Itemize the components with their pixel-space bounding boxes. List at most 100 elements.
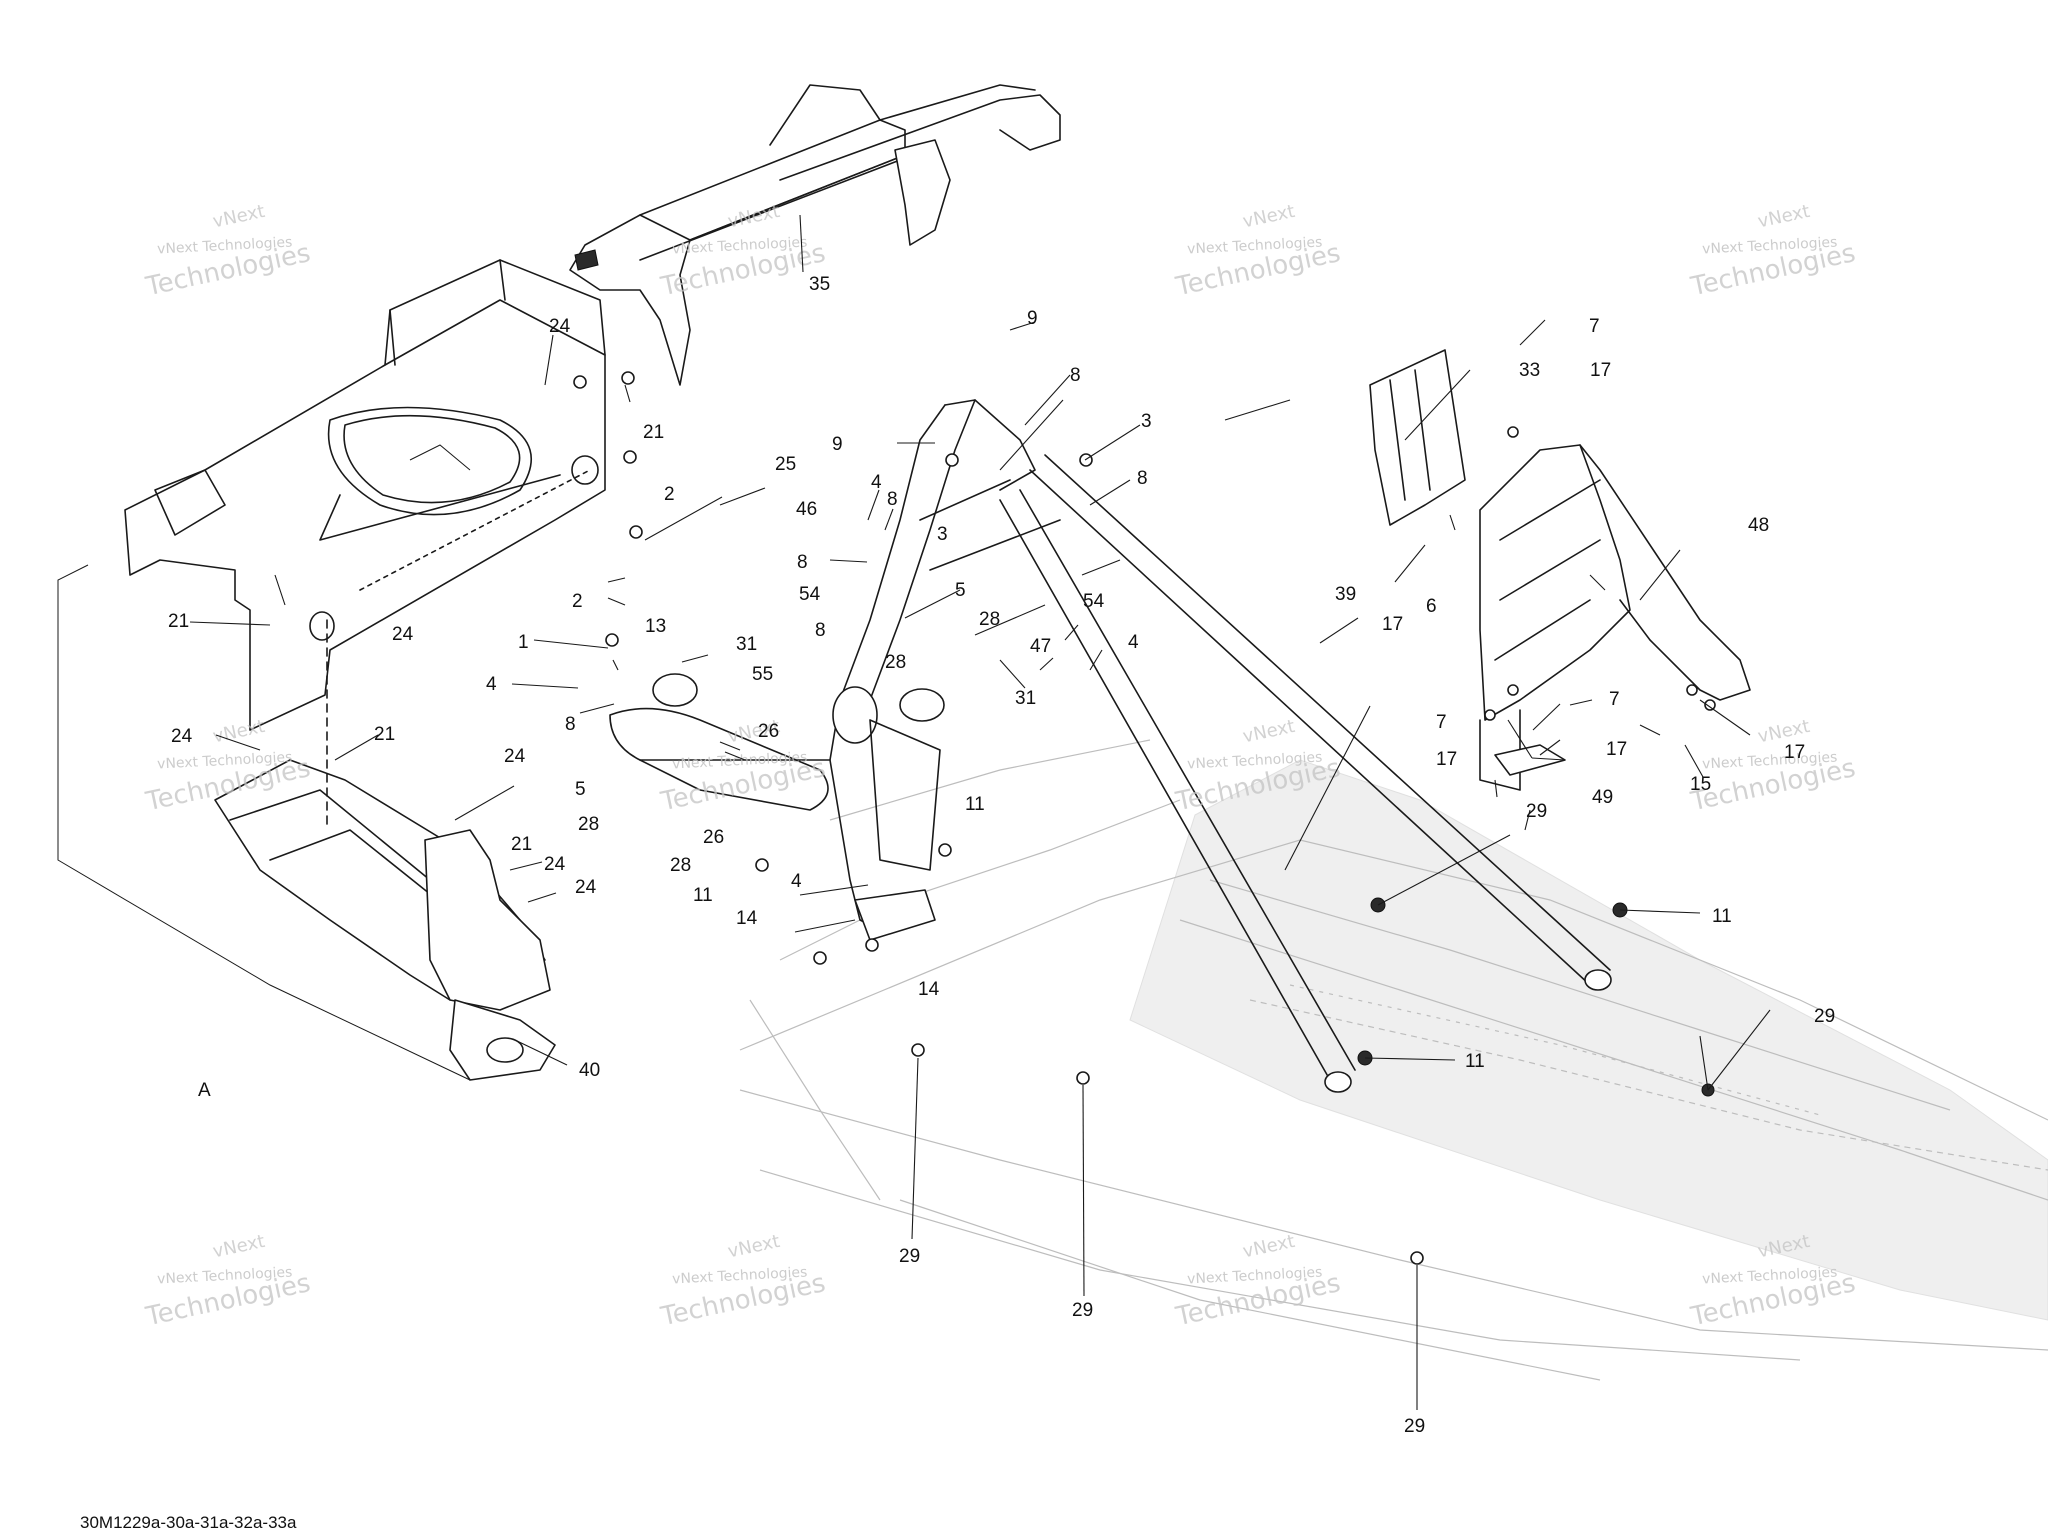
watermark-text-small: vNext Technologies: [157, 1264, 293, 1287]
callout-label: 21: [168, 611, 189, 632]
callout-label: 11: [693, 885, 713, 906]
watermark-text-small: vNext Technologies: [157, 749, 293, 772]
callout-label: 54: [799, 584, 821, 605]
callout-label: 29: [1526, 801, 1547, 822]
callout-label: 3: [1141, 411, 1152, 432]
watermark-text-small: vNext Technologies: [1702, 749, 1838, 772]
callout-label: 17: [1784, 742, 1805, 763]
watermark-text: vNext: [211, 201, 267, 232]
callout-label: 24: [504, 746, 526, 767]
callout-label: 17: [1590, 360, 1611, 381]
view-a-bracket: [57, 564, 471, 1081]
callout-label: 31: [1015, 688, 1036, 709]
view-label: A: [198, 1080, 211, 1101]
callout-label: 24: [549, 316, 571, 337]
callout-label: 4: [1128, 632, 1139, 653]
callout-label: 7: [1436, 712, 1447, 733]
watermark-text: vNext: [726, 1231, 782, 1262]
chassis-tunnel-ghost: [739, 739, 2048, 1381]
front-bulkhead-plate: [124, 259, 606, 731]
callout-label: 25: [775, 454, 796, 475]
callout-label: 46: [796, 499, 817, 520]
watermark-text-small: vNext Technologies: [1702, 234, 1838, 257]
callout-label: 4: [486, 674, 497, 695]
watermark-text-small: vNext Technologies: [672, 234, 808, 257]
callout-label: 28: [578, 814, 599, 835]
callout-label: 9: [832, 434, 843, 455]
right-side-panel: [1369, 349, 1751, 791]
callout-labels: 35 24 21 21 24 2 2 25 46 1 13 4 8 31 24 …: [168, 274, 1835, 1437]
watermark-text-small: vNext Technologies: [672, 749, 808, 772]
callout-label: 31: [736, 634, 757, 655]
callout-label: 7: [1589, 316, 1600, 337]
lower-front-structure: [214, 759, 556, 1081]
tie-rods: [999, 454, 1612, 1093]
callout-label: 11: [965, 794, 985, 815]
callout-label: 14: [918, 979, 940, 1000]
callout-label: 26: [758, 721, 779, 742]
figure-code: 30M1229a-30a-31a-32a-33a: [80, 1513, 297, 1532]
watermark-text-small: vNext Technologies: [157, 234, 293, 257]
watermark-text-small: vNext Technologies: [672, 1264, 808, 1287]
callout-label: 39: [1335, 584, 1356, 605]
callout-label: 54: [1083, 591, 1105, 612]
callout-label: 17: [1382, 614, 1403, 635]
callout-label: 2: [664, 484, 675, 505]
callout-label: 13: [645, 616, 666, 637]
watermark-text: vNext: [726, 201, 782, 232]
callout-label: 24: [392, 624, 414, 645]
callout-label: 26: [703, 827, 724, 848]
callout-label: 5: [575, 779, 586, 800]
callout-label: 8: [797, 552, 808, 573]
watermark-text: vNext: [1241, 201, 1297, 232]
callout-label: 29: [1404, 1416, 1425, 1437]
watermark-text-small: vNext Technologies: [1187, 749, 1323, 772]
callout-label: 15: [1690, 774, 1711, 795]
callout-leaders: [189, 214, 1771, 1410]
callout-label: 17: [1436, 749, 1457, 770]
callout-label: 8: [815, 620, 826, 641]
callout-label: 24: [171, 726, 193, 747]
watermark-text-small: vNext Technologies: [1187, 1264, 1323, 1287]
callout-label: 28: [670, 855, 691, 876]
watermark-text-small: vNext Technologies: [1702, 1264, 1838, 1287]
callout-label: 55: [752, 664, 773, 685]
hardware-nuts-and-bolts: [326, 371, 1716, 1265]
callout-label: 29: [1072, 1300, 1093, 1321]
callout-label: 33: [1519, 360, 1540, 381]
callout-label: 29: [1814, 1006, 1835, 1027]
callout-label: 29: [899, 1246, 920, 1267]
watermark-text-small: vNext Technologies: [1187, 234, 1323, 257]
callout-label: 8: [1070, 365, 1081, 386]
callout-label: 17: [1606, 739, 1627, 760]
callout-label: 8: [1137, 468, 1148, 489]
upper-steering-support: [569, 84, 1061, 386]
callout-label: 21: [511, 834, 532, 855]
main-front-frame: [609, 399, 1061, 941]
watermark-text: vNext: [211, 1231, 267, 1262]
callout-label: 11: [1712, 906, 1732, 927]
callout-label: 28: [885, 652, 906, 673]
callout-label: 48: [1748, 515, 1769, 536]
callout-label: 4: [871, 472, 882, 493]
watermark-text: vNext: [1241, 1231, 1297, 1262]
callout-label: 11: [1465, 1051, 1485, 1072]
callout-label: 40: [579, 1060, 600, 1081]
callout-label: 6: [1426, 596, 1437, 617]
callout-label: 7: [1609, 689, 1620, 710]
callout-label: 21: [374, 724, 395, 745]
callout-label: 28: [979, 609, 1000, 630]
watermark-text: vNext: [1241, 716, 1297, 747]
callout-label: 5: [955, 580, 966, 601]
callout-label: 2: [572, 591, 583, 612]
callout-label: 24: [575, 877, 597, 898]
callout-label: 8: [565, 714, 576, 735]
